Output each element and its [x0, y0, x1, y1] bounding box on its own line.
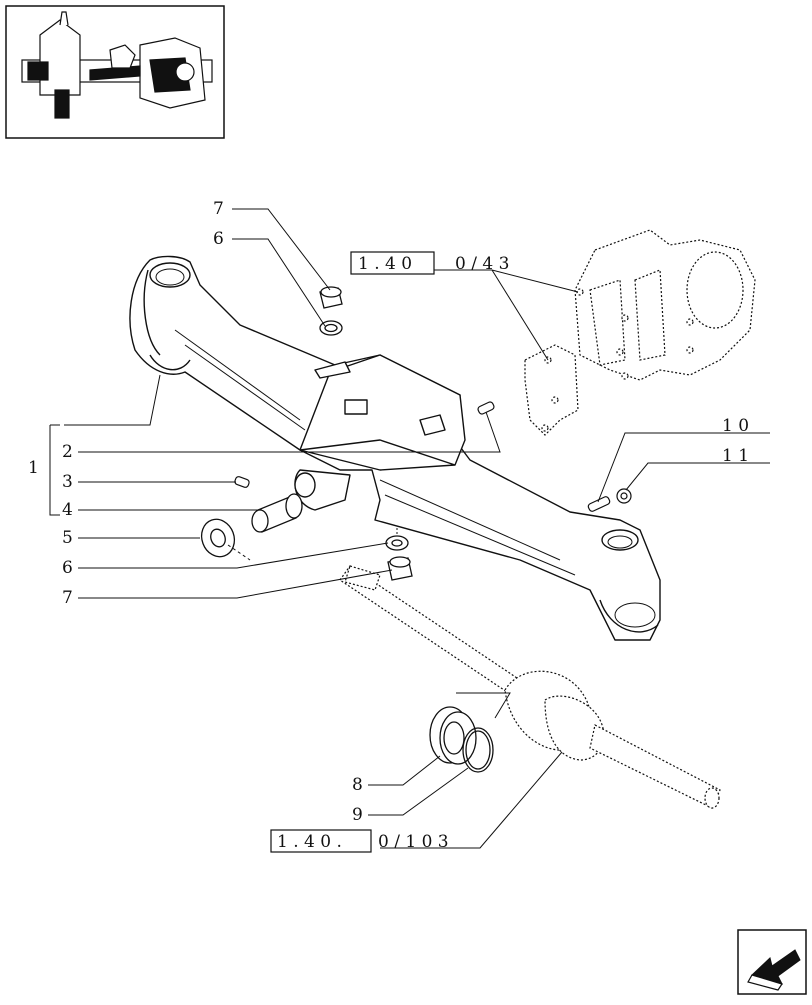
reference-top[interactable]: 1 . 4 0 0 / 4 3 [350, 251, 509, 275]
part-washer-top [319, 320, 343, 336]
axle-housing [129, 255, 661, 641]
part-nut-11 [616, 488, 632, 504]
callout-3: 3 [62, 472, 73, 492]
part-bushing-4 [251, 493, 303, 533]
callout-6-top: 6 [213, 229, 224, 249]
assembly-thumbnail[interactable] [5, 5, 225, 139]
callout-4: 4 [62, 500, 73, 520]
callout-2: 2 [62, 442, 73, 462]
callout-7-top: 7 [213, 199, 224, 219]
callout-8: 8 [352, 775, 363, 795]
reference-top-suffix: 0 / 4 3 [455, 254, 509, 274]
drive-shaft-assembly [339, 565, 721, 809]
callout-6-left: 6 [62, 558, 73, 578]
reference-bottom-suffix: 0 / 1 0 3 [378, 832, 449, 852]
seal-ring-8 [429, 706, 477, 765]
part-plug-top [319, 286, 343, 309]
reference-top-boxed: 1 . 4 0 [358, 254, 412, 274]
callout-labels: 7 6 1 2 3 4 5 6 7 1 0 1 1 8 9 [28, 199, 749, 825]
reference-bottom[interactable]: 1 . 4 0 . 0 / 1 0 3 [270, 829, 449, 853]
callout-5: 5 [62, 528, 73, 548]
callout-1: 1 [28, 458, 39, 478]
part-plug-bottom [387, 556, 413, 581]
leader-lines [49, 208, 770, 849]
part-washer-bottom [385, 535, 409, 551]
callout-11: 1 1 [722, 446, 749, 466]
steering-knuckle-assembly [524, 229, 756, 436]
part-pin-2 [477, 401, 495, 415]
next-page-arrow-icon[interactable] [737, 929, 807, 995]
o-ring-9 [462, 727, 494, 773]
reference-bottom-boxed: 1 . 4 0 . [277, 832, 342, 852]
part-ring-5 [200, 518, 236, 558]
callout-7-left: 7 [62, 588, 73, 608]
callout-10: 1 0 [722, 416, 749, 436]
callout-9: 9 [352, 805, 363, 825]
part-pin-10 [587, 496, 611, 512]
part-pin-3 [234, 476, 250, 488]
